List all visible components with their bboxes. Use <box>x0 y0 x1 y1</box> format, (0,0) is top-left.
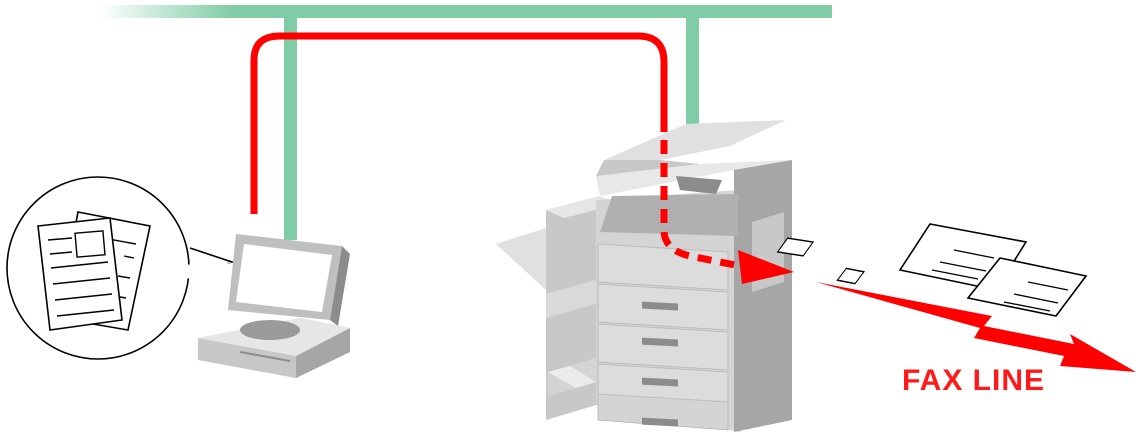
fax-route-line <box>250 32 668 214</box>
network-drop-copier <box>686 18 699 130</box>
fax-paper-icon <box>776 223 1088 317</box>
network-drop-computer <box>284 18 297 240</box>
fax-line-label: FAX LINE <box>902 364 1046 397</box>
fax-signal-arrow-icon <box>816 282 1136 372</box>
fax-route <box>250 32 794 284</box>
network-lines <box>100 5 832 240</box>
computer-icon <box>198 234 350 378</box>
copier-icon <box>496 120 792 432</box>
network-backbone <box>100 5 832 18</box>
document-icon <box>6 176 236 360</box>
fax-route-arrowhead <box>738 250 794 284</box>
